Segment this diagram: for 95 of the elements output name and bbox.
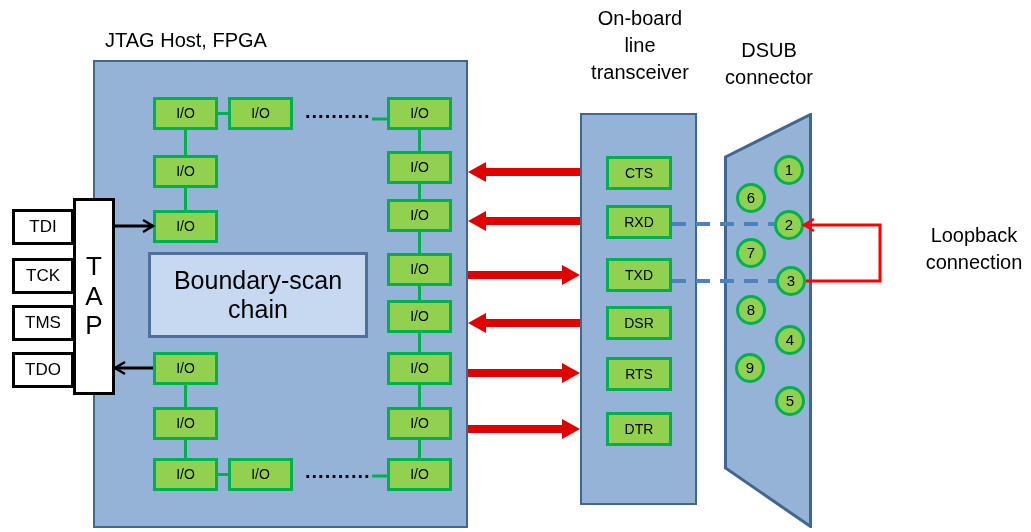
signal-label: DTR xyxy=(624,420,654,438)
jtag-pin-box xyxy=(12,258,74,294)
ellipsis-dots: .......... xyxy=(305,460,371,483)
thick-arrow xyxy=(468,211,580,231)
tap-box xyxy=(73,198,115,395)
signal-label: RXD xyxy=(624,213,654,231)
thick-arrow xyxy=(468,313,580,333)
signal-box xyxy=(606,357,672,391)
signal-label: DSR xyxy=(624,314,654,332)
ellipsis-dots: .......... xyxy=(305,100,371,123)
connector-line xyxy=(418,130,421,151)
io-label: I/O xyxy=(410,415,429,432)
jtag-pin-label: TMS xyxy=(25,313,61,333)
connector-line xyxy=(218,473,228,476)
arrow xyxy=(113,360,153,376)
signal-box xyxy=(606,412,672,446)
pin-number: 1 xyxy=(784,161,794,179)
io-cell-box xyxy=(153,458,218,491)
io-cell-box xyxy=(228,458,293,491)
pin-number: 9 xyxy=(745,359,755,377)
connector-line xyxy=(418,286,421,300)
io-label: I/O xyxy=(410,466,429,483)
io-cell-box xyxy=(387,253,452,286)
io-cell-box xyxy=(153,352,218,385)
io-cell-box xyxy=(153,97,218,130)
signal-box xyxy=(606,205,672,239)
io-label: I/O xyxy=(176,360,195,377)
jtag-pin-label: TDI xyxy=(29,217,57,237)
connector-line xyxy=(218,112,228,115)
boundary-scan-label: Boundary-scan chain xyxy=(172,266,344,324)
pin-number: 6 xyxy=(746,189,756,207)
connector-line xyxy=(418,385,421,407)
pin-number: 2 xyxy=(784,216,794,234)
io-label: I/O xyxy=(410,360,429,377)
boundary-scan-box xyxy=(148,252,368,338)
thick-arrow xyxy=(468,265,580,285)
signal-label: RTS xyxy=(625,365,653,383)
io-cell-box xyxy=(387,97,452,130)
io-label: I/O xyxy=(176,163,195,180)
connector-line xyxy=(184,440,187,458)
jtag-pin-box xyxy=(12,352,74,388)
dashed-line xyxy=(672,222,774,226)
jtag-pin-box xyxy=(12,305,74,341)
io-label: I/O xyxy=(410,105,429,122)
connector-line xyxy=(184,188,187,210)
io-cell-box xyxy=(153,155,218,188)
io-cell-box xyxy=(387,458,452,491)
io-label: I/O xyxy=(251,466,270,483)
io-label: I/O xyxy=(410,308,429,325)
thick-arrow xyxy=(468,363,580,383)
pin-number: 4 xyxy=(785,331,795,349)
pin-number: 8 xyxy=(746,301,756,319)
jtag-pin-label: TCK xyxy=(26,266,60,286)
pin-number: 5 xyxy=(785,392,795,410)
pin-number: 7 xyxy=(746,244,756,262)
signal-box xyxy=(606,306,672,340)
signal-label: TXD xyxy=(625,266,653,284)
signal-label: CTS xyxy=(625,164,653,182)
signal-box xyxy=(606,258,672,292)
block-heading: On-board line transceiver xyxy=(590,6,690,85)
io-cell-box xyxy=(153,407,218,440)
arrow xyxy=(802,217,882,283)
io-label: I/O xyxy=(176,466,195,483)
connector-line xyxy=(418,232,421,253)
signal-box xyxy=(606,156,672,190)
io-label: I/O xyxy=(176,218,195,235)
thick-arrow xyxy=(468,162,580,182)
io-cell-box xyxy=(387,151,452,184)
connector-line xyxy=(184,385,187,407)
block-heading: JTAG Host, FPGA xyxy=(105,28,267,53)
io-label: I/O xyxy=(176,415,195,432)
connector-line xyxy=(418,184,421,199)
io-cell-box xyxy=(387,300,452,333)
io-cell-box xyxy=(387,407,452,440)
connector-line xyxy=(418,440,421,458)
io-label: I/O xyxy=(251,105,270,122)
dashed-line xyxy=(672,279,776,283)
pin-number: 3 xyxy=(786,272,796,290)
connector-line xyxy=(418,333,421,352)
block-heading: DSUB connector xyxy=(724,38,814,90)
arrow xyxy=(115,218,155,234)
thick-arrow xyxy=(468,419,580,439)
io-cell-box xyxy=(153,210,218,243)
io-label: I/O xyxy=(176,105,195,122)
connector-line xyxy=(184,130,187,155)
io-label: I/O xyxy=(410,159,429,176)
io-cell-box xyxy=(387,352,452,385)
io-label: I/O xyxy=(410,207,429,224)
tap-label: T A P xyxy=(84,251,104,342)
jtag-pin-label: TDO xyxy=(25,360,61,380)
loopback-label: Loopback connection xyxy=(924,223,1024,275)
io-cell-box xyxy=(228,97,293,130)
io-cell-box xyxy=(387,199,452,232)
jtag-pin-box xyxy=(12,209,74,245)
io-label: I/O xyxy=(410,261,429,278)
